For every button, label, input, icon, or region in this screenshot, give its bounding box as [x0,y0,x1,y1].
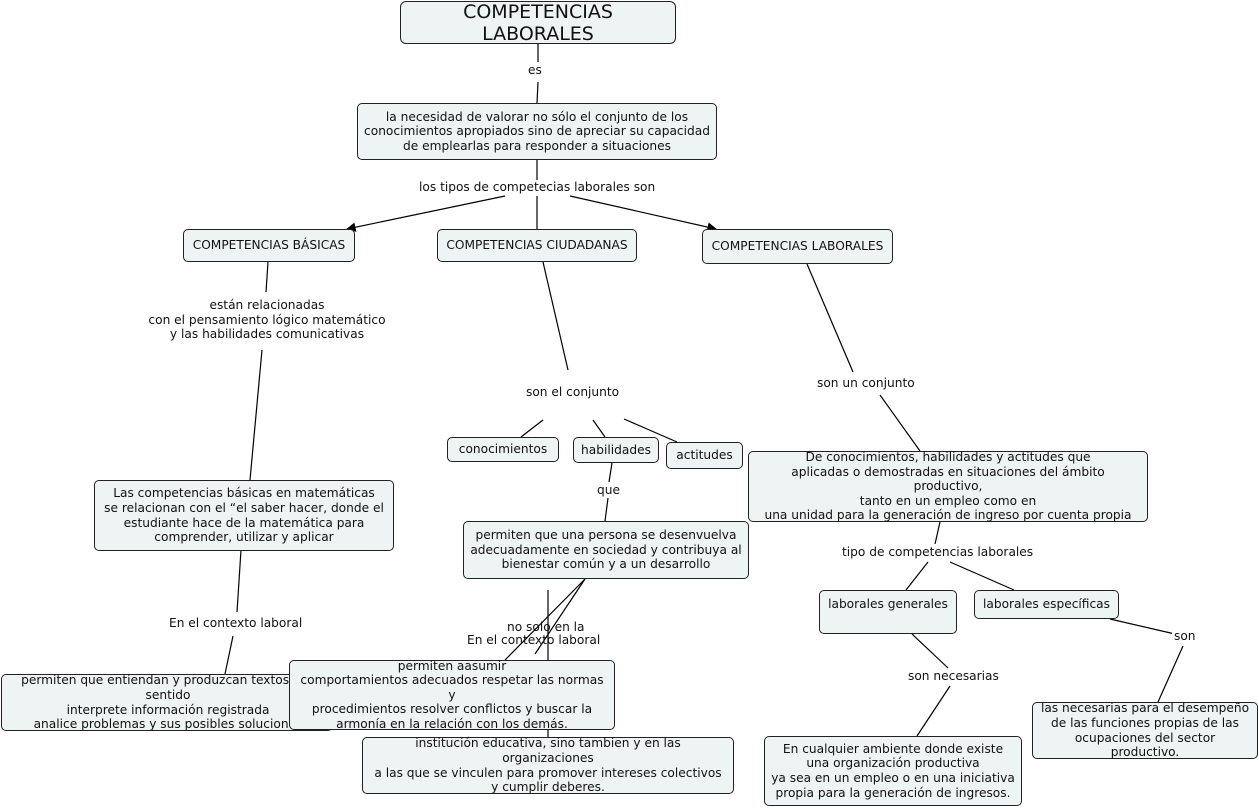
link-label-que: que [595,483,622,498]
link-label-relacionadas: están relacionadas con el pensamiento ló… [146,298,388,342]
edge-hab-que [608,462,613,483]
link-label-contexto-laboral: En el contexto laboral [167,616,305,631]
laborales-generales-desc-node: En cualquier ambiente donde existe una o… [764,736,1022,806]
laborales-especificas-desc-node: las necesarias para el desempeño de las … [1032,701,1258,759]
link-label-contexto-laboral-2: En el contexto laboral [467,633,601,647]
title-node: COMPETENCIAS LABORALES [400,1,676,45]
edge-desc-tipo [934,521,941,545]
edge-tipos-laborales [569,195,717,232]
edge-conjunto-hab [592,419,606,438]
link-label-son-necesarias: son necesarias [906,669,1001,684]
ciudadanas-asumir-node: permiten aasumir comportamientos adecuad… [289,659,615,731]
basicas-laboral-node: permiten que entiendan y produzcan texto… [1,673,333,731]
ciudadanas-node: COMPETENCIAS CIUDADANAS [437,229,637,262]
edge-desc-nosolo [534,578,586,655]
ciudadanas-desc-node: permiten que una persona se desenvuelva … [463,521,749,579]
edge-esp-son [1109,618,1176,635]
edge-que-desc [604,497,609,522]
laborales-especificas-node: laborales específicas [974,590,1119,619]
edge-ciud-conjunto [542,261,569,371]
edge-tipo-gen [905,561,929,591]
edge-es-definition [536,81,539,104]
laborales-desc-node: De conocimientos, habilidades y actitude… [748,450,1148,522]
basicas-desc-node: Las competencias básicas en matemáticas … [94,480,394,551]
definition-node: la necesidad de valorar no sólo el conju… [357,103,717,160]
link-label-son: son [1172,629,1198,644]
edge-desc-contexto2 [504,578,586,661]
actitudes-node: actitudes [666,442,743,469]
edge-desc-contexto [236,549,242,613]
link-label-son-conjunto: son el conjunto [524,385,622,400]
edge-contexto-laboral [224,635,234,675]
ciudadanas-institucion-node: institución educativa, sino tambien y en… [362,736,734,794]
edge-conjunto-conoc [520,419,544,438]
edge-conjunto-desc [879,394,921,452]
edge-son-desc [1157,645,1184,703]
edge-basicas-rel [265,261,269,293]
link-label-es: es [526,63,544,78]
edge-rel-desc [249,349,263,481]
edge-tipos-basicas [346,195,506,232]
link-label-son-un-conjunto: son un conjunto [815,376,917,391]
edge-lab-conjunto [806,263,854,373]
link-label-tipos: los tipos de competecias laborales son [417,180,658,195]
edge-necesarias-desc [916,685,951,737]
link-label-no-solo: no solo en la [507,620,585,634]
laborales-node: COMPETENCIAS LABORALES [702,229,893,264]
basicas-node: COMPETENCIAS BÁSICAS [183,229,355,262]
laborales-generales-node: laborales generales [819,590,957,634]
conocimientos-node: conocimientos [447,437,559,462]
edge-conjunto-act [623,418,678,443]
link-label-tipo-comp: tipo de competencias laborales [840,545,1036,560]
edge-tipo-esp [949,561,1015,591]
edge-gen-necesarias [911,633,949,669]
habilidades-node: habilidades [573,437,659,463]
